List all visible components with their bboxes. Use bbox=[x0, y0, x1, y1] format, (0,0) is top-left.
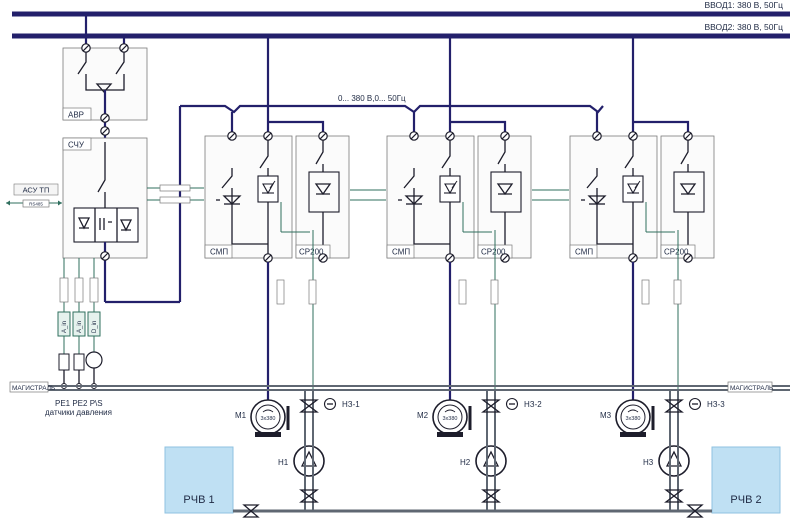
output-bus bbox=[180, 104, 604, 114]
magistral-label-left: МАГИСТРАЛЬ bbox=[12, 385, 55, 392]
motor-m1: 3х380 bbox=[250, 399, 290, 437]
smp-block-3 bbox=[569, 135, 658, 259]
input-label-2: A_in bbox=[77, 321, 83, 333]
cp200-label-1: СР200 bbox=[299, 248, 324, 257]
rs485-label: RS485 bbox=[29, 202, 43, 207]
pump-label-1: Н1 bbox=[278, 458, 289, 467]
cp200-label-3: СР200 bbox=[664, 248, 689, 257]
pump-label-2: Н2 bbox=[460, 458, 471, 467]
pressure-sensor-2 bbox=[73, 353, 85, 371]
cp200-label-2: СР200 bbox=[481, 248, 506, 257]
motor-label-3: М3 bbox=[600, 411, 612, 420]
pump-label-3: Н3 bbox=[643, 458, 654, 467]
tank-rchv1 bbox=[164, 446, 234, 514]
unit-3: СМП СР200 3х380 М3 НЗ-3 Н3 bbox=[569, 33, 725, 477]
smp-block-2 bbox=[386, 135, 475, 259]
input-block-2 bbox=[72, 311, 86, 337]
asu-label: АСУ ТП bbox=[23, 186, 50, 195]
rs485-box bbox=[22, 199, 50, 208]
motor-rating-1: 3х380 bbox=[261, 416, 276, 422]
pump-h1 bbox=[293, 445, 325, 477]
motor-label-1: М1 bbox=[235, 411, 247, 420]
smp-label-box-1 bbox=[204, 244, 233, 259]
tank-label-2: РЧВ 2 bbox=[730, 494, 761, 506]
input-bus-2-label: ВВОД2: 380 В, 50Гц bbox=[704, 22, 783, 32]
asu-box bbox=[13, 183, 59, 196]
motor-rating-2: 3х380 bbox=[443, 416, 458, 422]
unit-2: СМП СР200 3х380 М2 НЗ-2 Н2 bbox=[386, 33, 542, 477]
input-label-1: A_in bbox=[62, 321, 68, 333]
input-block-1 bbox=[57, 311, 71, 337]
smp-label-2: СМП bbox=[392, 248, 410, 257]
pump-h2 bbox=[475, 445, 507, 477]
smp-block-1 bbox=[204, 135, 293, 259]
smp-label-box-2 bbox=[386, 244, 415, 259]
smp-label-box-3 bbox=[569, 244, 598, 259]
level-label-2: НЗ-2 bbox=[524, 400, 542, 409]
smp-label-3: СМП bbox=[575, 248, 593, 257]
motor-m2: 3х380 bbox=[432, 399, 472, 437]
frequency-converter-symbol bbox=[73, 207, 139, 243]
pump-h3 bbox=[658, 445, 690, 477]
unit-1: СМП СР200 3х380 М1 НЗ-1 Н1 bbox=[204, 33, 360, 477]
tank-rchv2 bbox=[711, 446, 781, 514]
avr-label-box bbox=[62, 107, 92, 121]
sensor-caption: датчики давления bbox=[45, 408, 112, 417]
input-bus-1-label: ВВОД1: 380 В, 50Гц bbox=[704, 0, 783, 10]
input-label-3: D_in bbox=[92, 321, 98, 333]
smp-label-1: СМП bbox=[210, 248, 228, 257]
tank-label-1: РЧВ 1 bbox=[183, 494, 214, 506]
pressure-sensor-1 bbox=[58, 353, 70, 371]
level-label-3: НЗ-3 bbox=[707, 400, 725, 409]
motor-m3: 3х380 bbox=[615, 399, 655, 437]
scu-label-box bbox=[62, 137, 92, 151]
sensor-labels: PE1 PE2 P\S bbox=[55, 399, 103, 408]
avr-label: АВР bbox=[68, 111, 84, 120]
motor-rating-3: 3х380 bbox=[626, 416, 641, 422]
level-label-1: НЗ-1 bbox=[342, 400, 360, 409]
magistral-label-right: МАГИСТРАЛЬ bbox=[730, 385, 773, 392]
motor-label-2: М2 bbox=[417, 411, 429, 420]
output-bus-label: 0... 380 В,0... 50Гц bbox=[338, 94, 406, 103]
pressure-switch bbox=[85, 351, 103, 369]
scu-label: СЧУ bbox=[68, 141, 85, 150]
input-block-3 bbox=[87, 311, 101, 337]
